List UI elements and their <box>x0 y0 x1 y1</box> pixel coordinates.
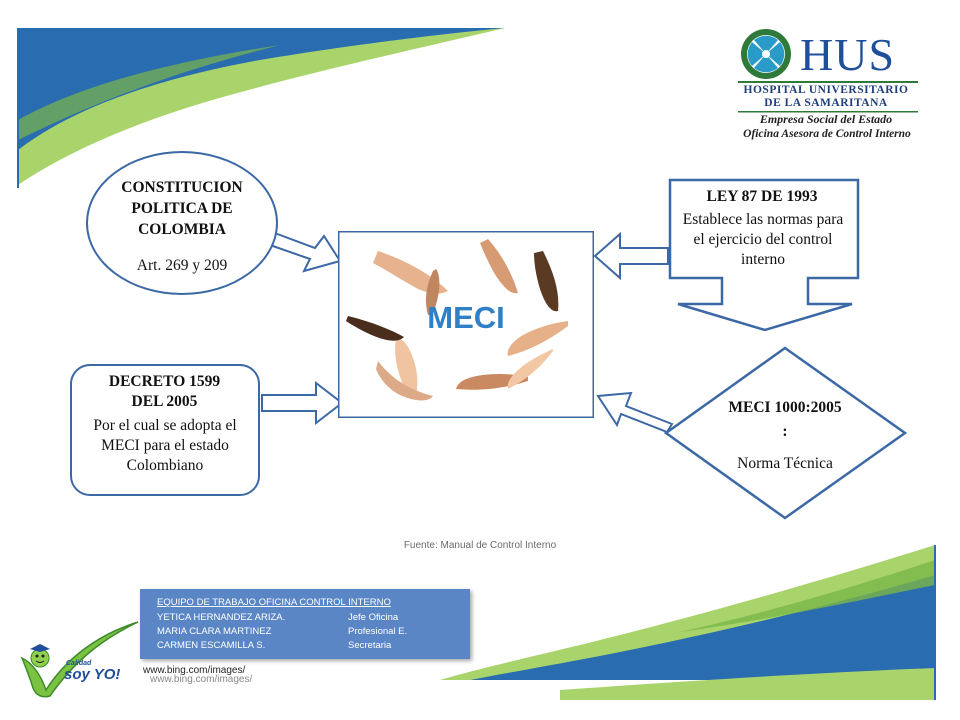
bottom-swoosh-decoration <box>440 545 936 700</box>
norma-diamond <box>663 346 908 520</box>
ley-title: LEY 87 DE 1993 <box>706 188 818 205</box>
source-caption: Fuente: Manual de Control Interno <box>403 540 557 551</box>
arrow-from-ley <box>593 231 669 281</box>
meci-hands-image <box>338 231 594 418</box>
norma-title: MECI 1000:2005 <box>728 399 842 416</box>
team-member-name: CARMEN ESCAMILLA S. <box>157 640 266 651</box>
team-member-role: Jefe Oficina <box>348 612 399 623</box>
logo-divider-2 <box>738 111 918 113</box>
image-credit: www.bing.com/images/ <box>143 665 246 676</box>
logo-line3: Empresa Social del Estado <box>759 112 893 126</box>
constitution-oval: CONSTITUCION POLITICA DE COLOMBIA Art. 2… <box>86 151 278 295</box>
norma-colon: : <box>782 423 788 440</box>
team-member-role: Profesional E. <box>348 626 408 637</box>
logo-line2: DE LA SAMARITANA <box>764 97 888 109</box>
constitution-articles: Art. 269 y 209 <box>136 257 228 274</box>
meci-label: MECI <box>427 300 505 335</box>
arrow-from-decreto <box>261 380 344 426</box>
decreto-description: Por el cual se adopta el MECI para el es… <box>93 417 237 474</box>
ley-description: Establece las normas para el ejercicio d… <box>682 211 844 268</box>
hus-emblem-icon <box>741 29 791 79</box>
top-swoosh-decoration <box>17 28 505 188</box>
team-member-name: MARIA CLARA MARTINEZ <box>157 626 272 637</box>
logo-acronym: HUS <box>800 29 896 80</box>
team-box: EQUIPO DE TRABAJO OFICINA CONTROL INTERN… <box>140 589 470 659</box>
team-member-role: Secretaria <box>348 640 392 651</box>
logo-divider <box>738 81 918 83</box>
quality-badge: Calidad soy YO! <box>18 618 140 698</box>
badge-line2: soy YO! <box>64 666 121 683</box>
logo-line4: Oficina Asesora de Control Interno <box>743 128 911 140</box>
decreto-title-line1: DECRETO 1599 <box>108 373 221 390</box>
norma-description: Norma Técnica <box>737 455 833 472</box>
decreto-title-line2: DEL 2005 <box>131 393 198 410</box>
badge-line1: Calidad <box>66 660 92 667</box>
arrow-from-norma <box>596 391 674 434</box>
constitution-title: CONSTITUCION POLITICA DE COLOMBIA <box>121 179 243 238</box>
team-member-name: YETICA HERNANDEZ ARIZA. <box>157 612 286 623</box>
team-title: EQUIPO DE TRABAJO OFICINA CONTROL INTERN… <box>157 597 391 608</box>
decreto-box: DECRETO 1599 DEL 2005 Por el cual se ado… <box>70 364 260 496</box>
ley-arrow-box <box>668 178 860 332</box>
arrow-from-constitution <box>265 230 342 273</box>
hus-logo: HUS HOSPITAL UNIVERSITARIO DE LA SAMARIT… <box>738 26 928 148</box>
logo-line1: HOSPITAL UNIVERSITARIO <box>743 84 909 96</box>
image-credit-shadow: www.bing.com/images/ <box>150 674 253 685</box>
checkmark-mascot-icon <box>20 621 139 698</box>
